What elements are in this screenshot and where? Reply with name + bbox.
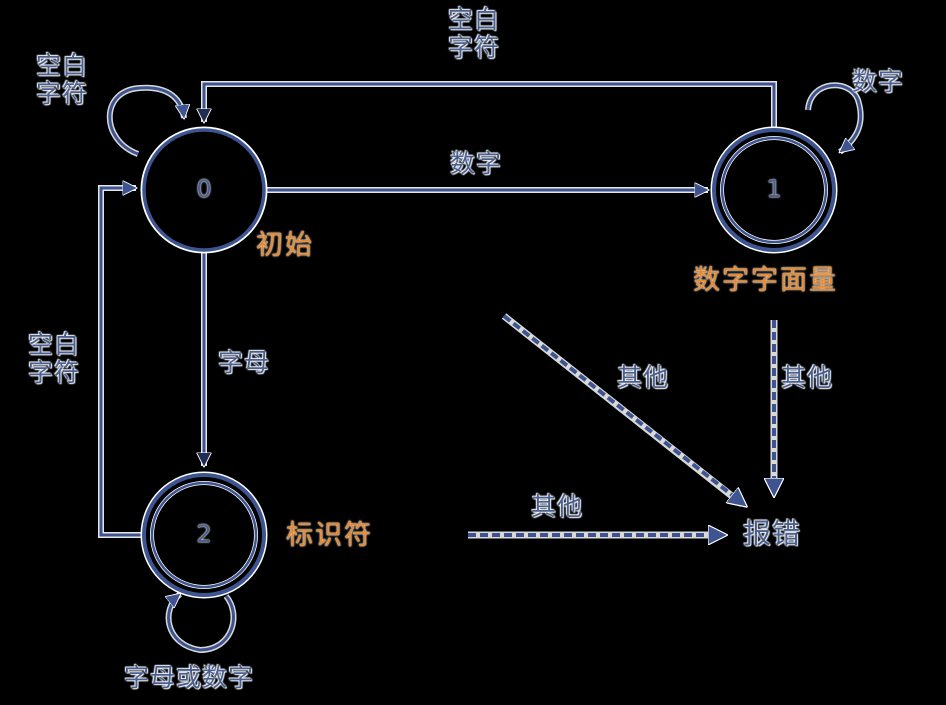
state-0-number: 0 — [196, 175, 212, 203]
edge-label-2-to-error: 其他 — [531, 492, 584, 521]
edge-other-to-error — [502, 314, 746, 506]
state-1-number: 1 — [766, 175, 782, 203]
edge-label-line1: 空白 — [28, 330, 81, 359]
edge-label-1-to-error: 其他 — [781, 363, 834, 392]
edge-label-line2: 字符 — [28, 358, 81, 387]
edge-label-line1: 空白 — [448, 5, 501, 34]
edge-label-line2: 字符 — [448, 33, 501, 62]
edge-label-self-0: 空白 字符 — [36, 52, 88, 108]
edge-label-line1: 空白 — [36, 51, 89, 80]
edge-label-self-2: 字母或数字 — [124, 663, 255, 692]
edge-label-0-to-1: 数字 — [450, 149, 503, 178]
self-loop-1 — [806, 83, 863, 152]
self-loop-0 — [108, 86, 184, 156]
edge-label-0-to-2: 字母 — [218, 348, 271, 377]
edge-2-to-0 — [99, 188, 142, 537]
state-0-name: 初始 — [256, 230, 314, 261]
state-1-name: 数字字面量 — [693, 265, 838, 296]
self-loop-2 — [169, 594, 235, 652]
edge-label-self-1: 数字 — [852, 67, 905, 96]
state-1-node — [710, 126, 838, 254]
state-0-node — [140, 126, 268, 254]
edge-label-1-to-0: 空白 字符 — [448, 6, 500, 62]
edge-label-line2: 字符 — [36, 79, 89, 108]
edge-label-2-to-0: 空白 字符 — [28, 331, 80, 387]
error-state-label: 报错 — [743, 517, 802, 550]
edge-1-to-0 — [204, 82, 776, 128]
state-2-number: 2 — [196, 520, 212, 548]
edge-label-other-to-error: 其他 — [617, 363, 670, 392]
state-2-node — [140, 471, 268, 599]
state-2-name: 标识符 — [286, 520, 373, 551]
